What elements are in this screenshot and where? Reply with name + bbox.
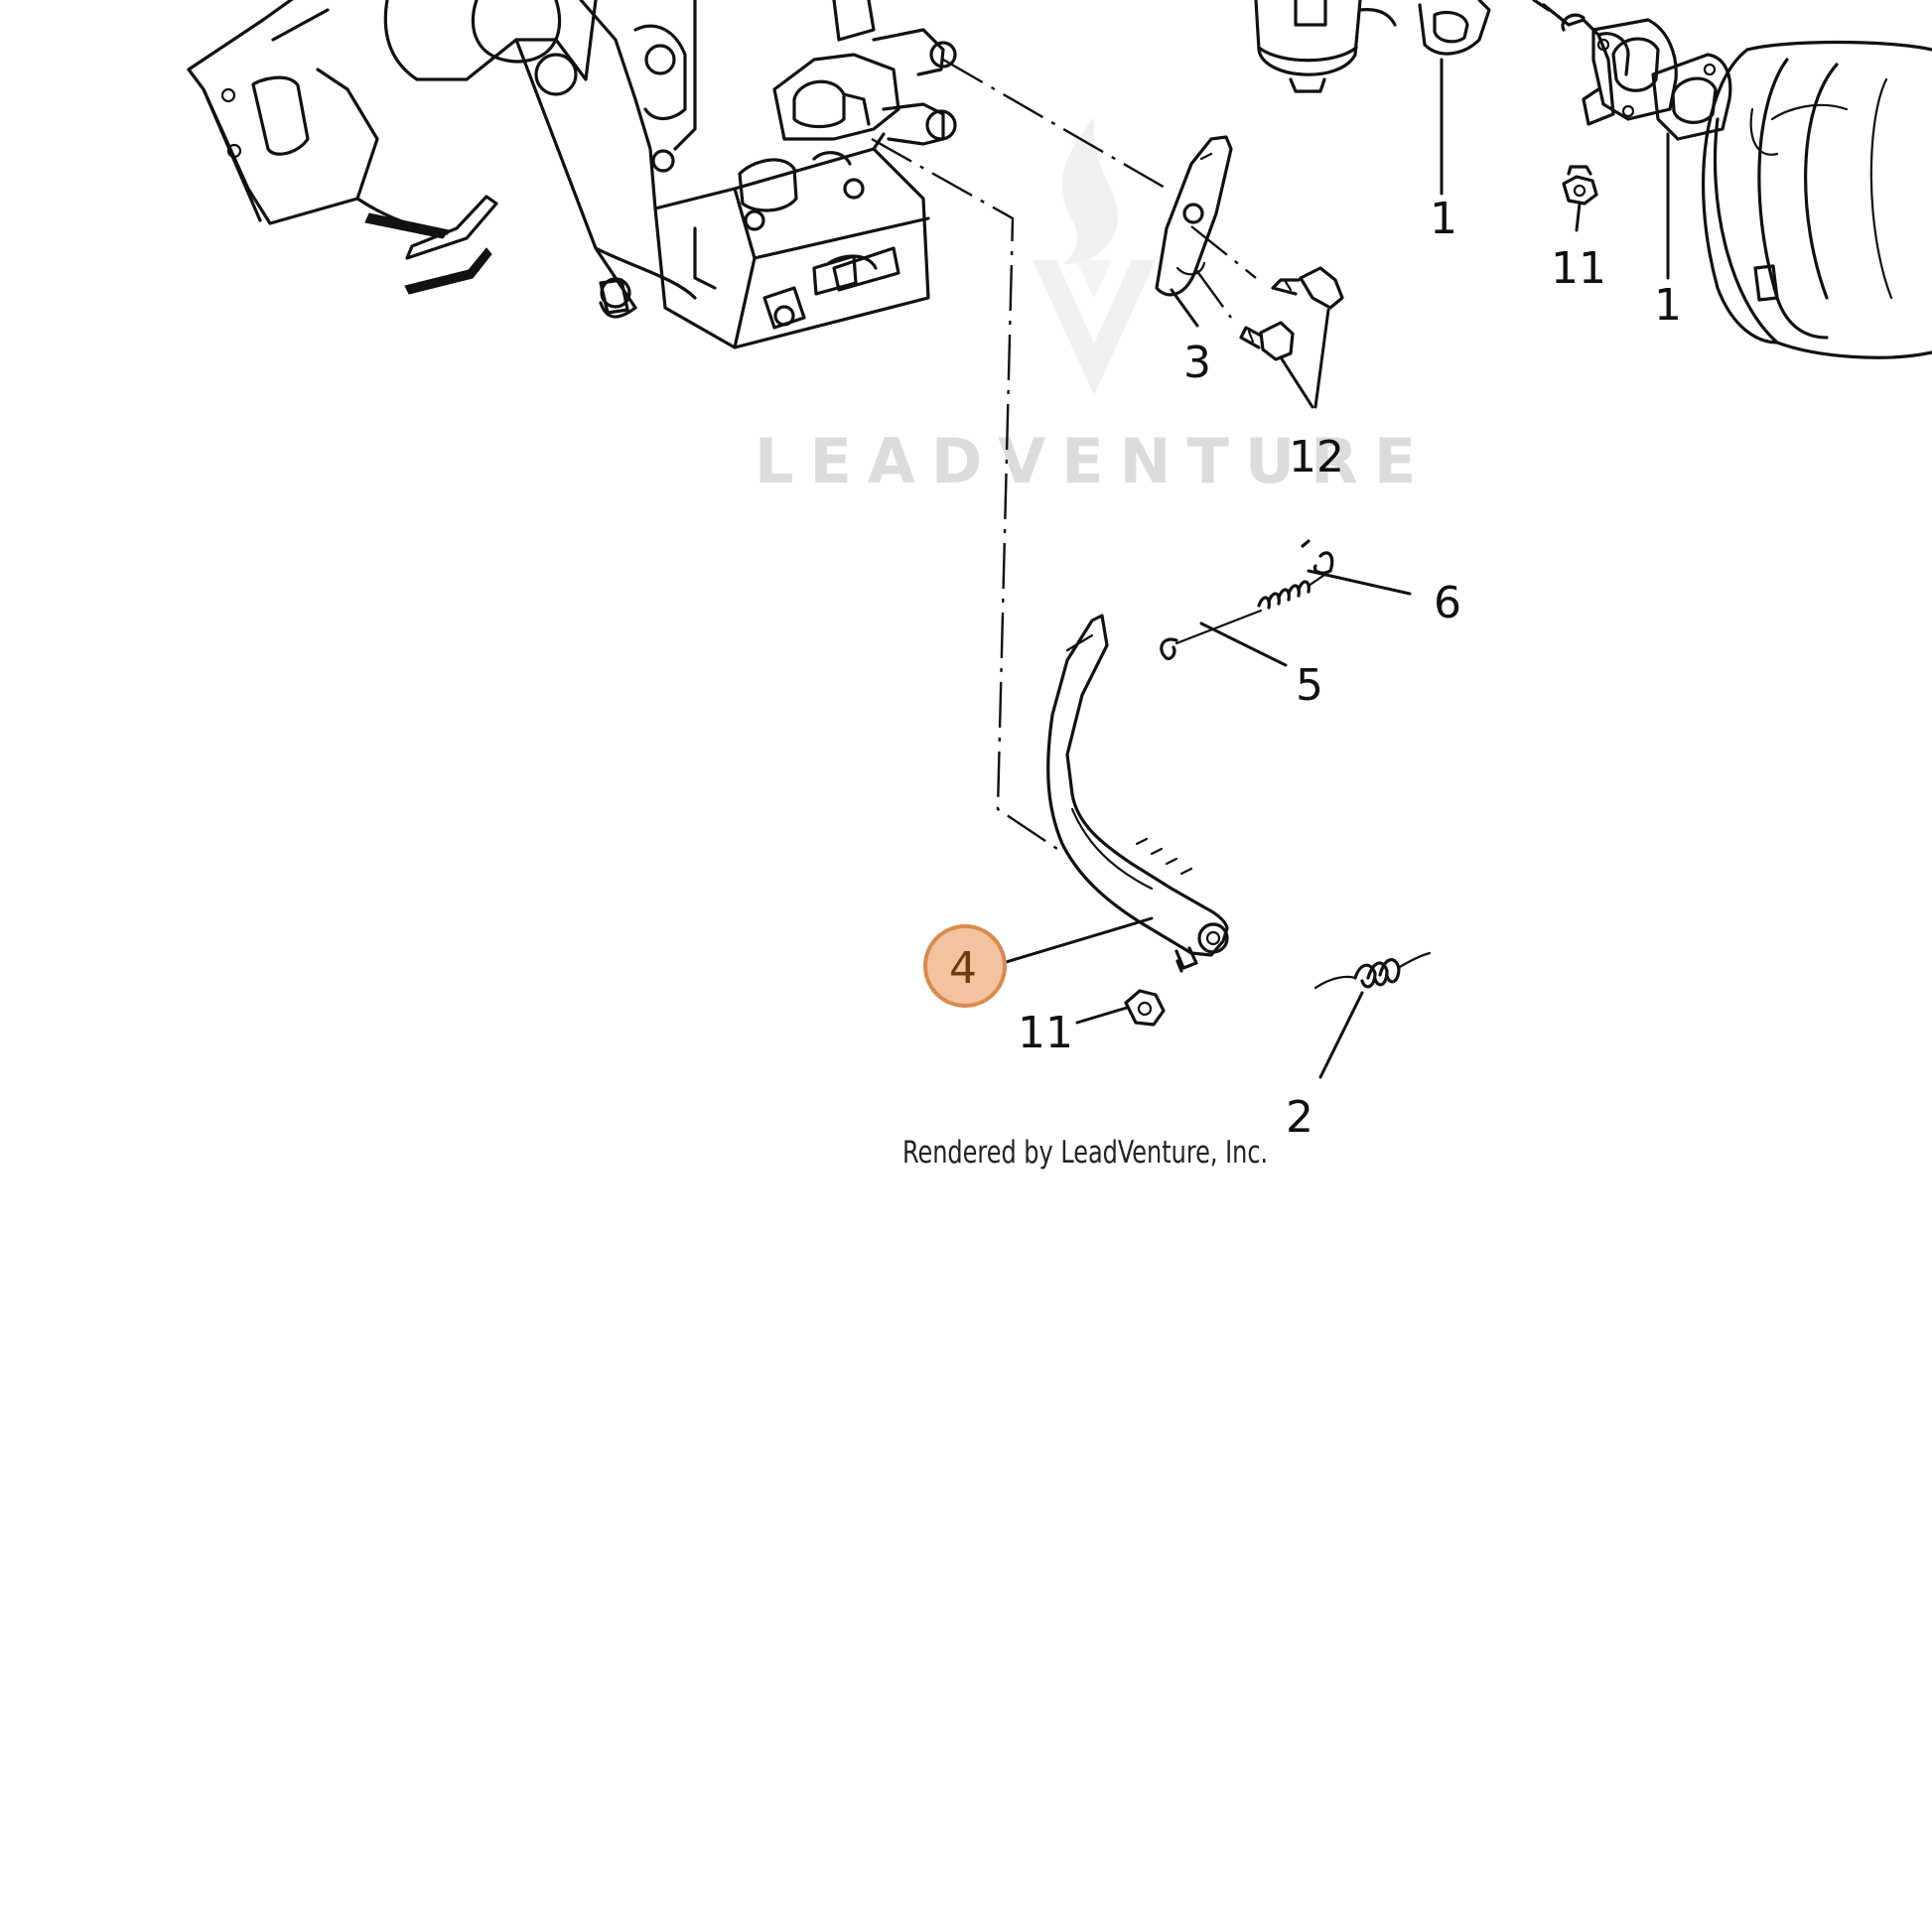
callout-5-link[interactable]: 5 [1296,660,1323,711]
callout-6-spring[interactable]: 6 [1434,578,1461,628]
air-filter-housing [1702,40,1932,359]
gasket-2 [1591,18,1678,121]
callout-1-gasket[interactable]: 1 [1430,194,1457,244]
watermark-brand-text: LEADVENTURE [755,425,1432,497]
callout-1-filter[interactable]: 1 [1654,280,1682,331]
alignment-line-bracket [942,58,1168,191]
carburetor [1254,0,1397,93]
callout-highlight-4 [923,924,1007,1008]
callout-3-bracket[interactable]: 3 [1183,338,1211,388]
leadventure-watermark-logo [1033,117,1156,395]
nut-11-bottom [1124,989,1166,1027]
callout-4-lever[interactable]: 4 [949,943,977,994]
bracket-3 [1155,135,1233,297]
screw-12-lower [1239,321,1295,361]
alignment-line-screws [1190,225,1257,319]
bracket-plate [1532,0,1630,126]
callout-11-nut-top[interactable]: 11 [1551,243,1606,294]
callout-11-nut-bottom[interactable]: 11 [1018,1008,1073,1058]
alignment-line-lever [871,137,1058,850]
leader-lines [1001,58,1670,1079]
nut-11-top [1562,165,1598,206]
callout-2-spring[interactable]: 2 [1286,1092,1313,1143]
screw-12-upper [1271,266,1344,310]
governor-spring-6 [1257,539,1334,610]
gasket-1 [1418,0,1491,56]
spring-2 [1313,951,1432,990]
governor-lever-4 [1046,614,1229,973]
callout-12-screws[interactable]: 12 [1289,432,1344,483]
engine-block [187,0,957,349]
render-credit: Rendered by LeadVenture, Inc. [902,1135,1269,1171]
gasket-3 [1651,53,1732,141]
governor-link-5 [1160,609,1263,660]
